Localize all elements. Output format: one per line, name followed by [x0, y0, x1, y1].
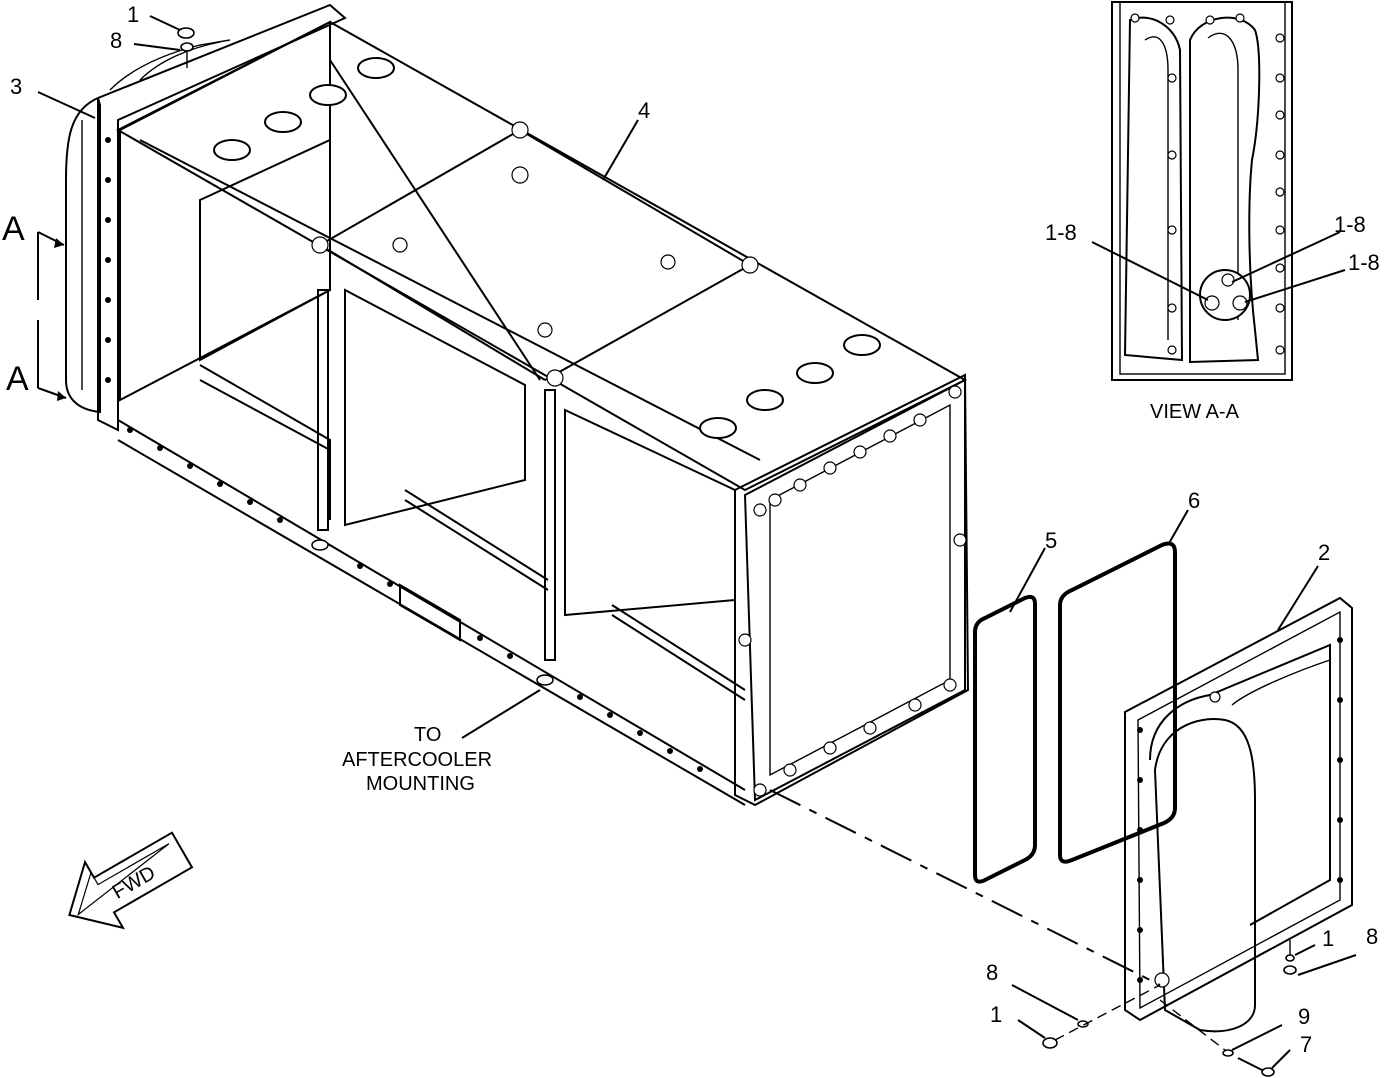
gasket-5	[973, 594, 1037, 884]
callout-8-bottom-left: 8	[986, 960, 998, 985]
view-callout-left: 1-8	[1045, 220, 1077, 245]
aftercooler-core	[65, 3, 970, 807]
callout-8-top: 8	[110, 28, 122, 53]
view-aa-inset	[1091, 1, 1346, 381]
callout-5: 5	[1045, 528, 1057, 553]
callout-6: 6	[1188, 488, 1200, 513]
end-plate-bolts	[738, 385, 967, 797]
fasteners	[177, 27, 1297, 1077]
view-callout-right-bottom: 1-8	[1348, 250, 1380, 275]
frame-bolt-dots	[105, 137, 703, 772]
callout-1-bottom-left: 1	[990, 1002, 1002, 1027]
callout-4: 4	[638, 98, 650, 123]
callout-1-bottom-right: 1	[1322, 926, 1334, 951]
view-aa-title: VIEW A-A	[1150, 401, 1240, 423]
mounting-note-line2: AFTERCOOLER	[342, 749, 492, 771]
callout-8-bottom-right: 8	[1366, 924, 1378, 949]
view-callout-right-top: 1-8	[1334, 212, 1366, 237]
fwd-arrow	[68, 831, 194, 930]
gasket-6	[1058, 541, 1177, 864]
mounting-note-line3: MOUNTING	[366, 773, 475, 795]
section-marker	[37, 231, 67, 401]
callout-3: 3	[10, 74, 22, 99]
leader-lines	[37, 15, 1357, 1069]
grid-bosses	[213, 57, 881, 439]
callout-2: 2	[1318, 540, 1330, 565]
section-label-top: A	[2, 210, 25, 248]
callout-7: 7	[1300, 1032, 1312, 1057]
mounting-note-line1: TO	[414, 724, 441, 746]
labels: 1 8 3 4 5 6 2 1 8 8 1 9 7 A A VIEW A-A 1…	[2, 2, 1380, 1057]
callout-1-top: 1	[127, 2, 139, 27]
callout-9: 9	[1298, 1004, 1310, 1029]
assembly-centerline	[769, 789, 1161, 986]
section-label-bottom: A	[6, 360, 29, 398]
